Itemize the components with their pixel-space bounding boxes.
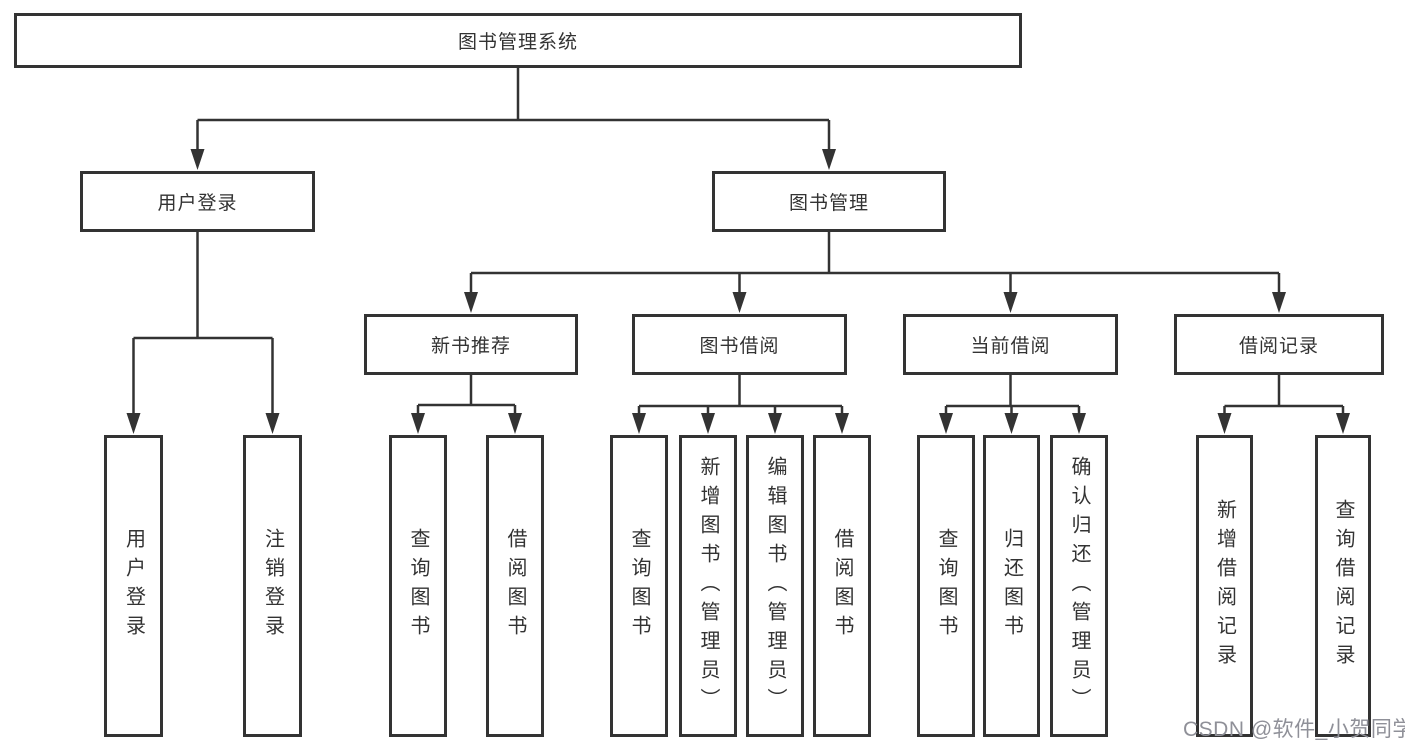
node-borrowing-records: 借阅记录 xyxy=(1174,314,1384,375)
leaf-borrowing-edit-books-admin: 编辑图书（管理员） xyxy=(746,435,804,737)
leaf-borrowing-add-books-admin: 新增图书（管理员） xyxy=(679,435,737,737)
node-label: 当前借阅 xyxy=(970,336,1051,357)
node-label: 借阅图书 xyxy=(504,528,526,644)
node-label: 借阅图书 xyxy=(831,528,853,644)
csdn-watermark: CSDN @软件_小贺同学 xyxy=(1183,718,1405,741)
node-label: 新书推荐 xyxy=(430,336,511,357)
node-label: 图书借阅 xyxy=(699,336,780,357)
node-label: 图书管理 xyxy=(788,193,869,214)
node-book-borrowing: 图书借阅 xyxy=(632,314,847,375)
leaf-current-return-books: 归还图书 xyxy=(983,435,1040,737)
leaf-records-add-record: 新增借阅记录 xyxy=(1196,435,1253,737)
node-label: 编辑图书（管理员） xyxy=(764,455,786,717)
node-label: 图书管理系统 xyxy=(457,32,578,53)
node-book-management: 图书管理 xyxy=(712,171,946,232)
node-library-management-system: 图书管理系统 xyxy=(14,13,1022,68)
leaf-records-query-record: 查询借阅记录 xyxy=(1315,435,1371,737)
leaf-current-query-books: 查询图书 xyxy=(917,435,975,737)
node-label: 查询图书 xyxy=(935,528,957,644)
leaf-borrowing-borrow-books: 借阅图书 xyxy=(813,435,871,737)
node-label: 查询图书 xyxy=(628,528,650,644)
leaf-user-login: 用户登录 xyxy=(104,435,163,737)
node-label: 借阅记录 xyxy=(1238,336,1319,357)
leaf-recommend-query-books: 查询图书 xyxy=(389,435,447,737)
leaf-borrowing-query-books: 查询图书 xyxy=(610,435,668,737)
node-label: 注销登录 xyxy=(261,528,284,644)
node-label: 归还图书 xyxy=(1000,528,1023,644)
leaf-current-confirm-return-admin: 确认归还（管理员） xyxy=(1050,435,1108,737)
arrowhead-icons xyxy=(126,149,1350,434)
node-label: 用户登录 xyxy=(157,193,238,214)
node-user-login: 用户登录 xyxy=(80,171,315,232)
node-label: 新增借阅记录 xyxy=(1213,499,1236,673)
node-label: 查询借阅记录 xyxy=(1332,499,1354,673)
node-current-borrowing: 当前借阅 xyxy=(903,314,1118,375)
node-label: 用户登录 xyxy=(122,528,145,644)
node-new-book-recommend: 新书推荐 xyxy=(364,314,578,375)
node-label: 确认归还（管理员） xyxy=(1068,455,1090,717)
node-label: 新增图书（管理员） xyxy=(697,455,719,717)
leaf-logout-login: 注销登录 xyxy=(243,435,302,737)
leaf-recommend-borrow-books: 借阅图书 xyxy=(486,435,544,737)
node-label: 查询图书 xyxy=(407,528,429,644)
